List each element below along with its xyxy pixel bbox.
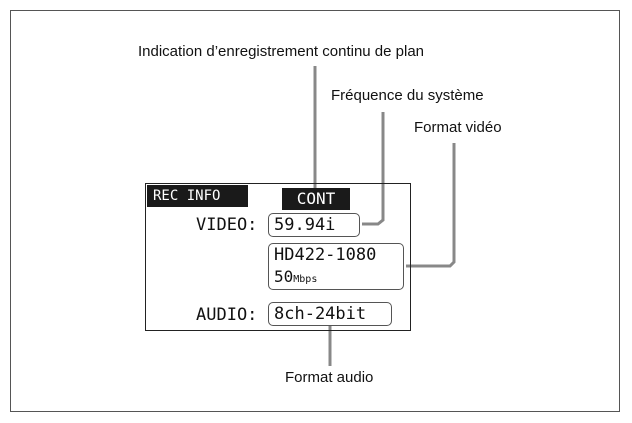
audio-label: AUDIO:	[196, 305, 258, 325]
video-frequency-box	[268, 213, 360, 237]
video-format-value: HD422-1080	[274, 245, 377, 265]
cont-indication-label: Indication d’enregistrement continu de p…	[138, 43, 425, 60]
video-format-callout-line	[406, 143, 456, 268]
rec-info-tab: REC INFO	[147, 185, 248, 207]
video-bitrate-value: 50	[274, 267, 294, 286]
system-frequency-label: Fréquence du système	[331, 87, 484, 104]
frequency-callout-line	[362, 112, 385, 226]
video-frequency-value: 59.94i	[274, 215, 336, 235]
video-format-box	[268, 243, 404, 290]
audio-format-value: 8ch-24bit	[274, 304, 367, 324]
video-bitrate-unit: Mbps	[293, 274, 318, 285]
audio-format-label: Format audio	[285, 369, 374, 386]
diagram-frame	[10, 10, 620, 412]
rec-info-screen	[145, 183, 411, 331]
video-label: VIDEO:	[196, 215, 258, 235]
audio-format-box	[268, 302, 392, 326]
cont-badge: CONT	[282, 188, 350, 210]
video-format-label: Format vidéo	[414, 119, 502, 136]
video-bitrate: 50Mbps	[274, 267, 317, 290]
